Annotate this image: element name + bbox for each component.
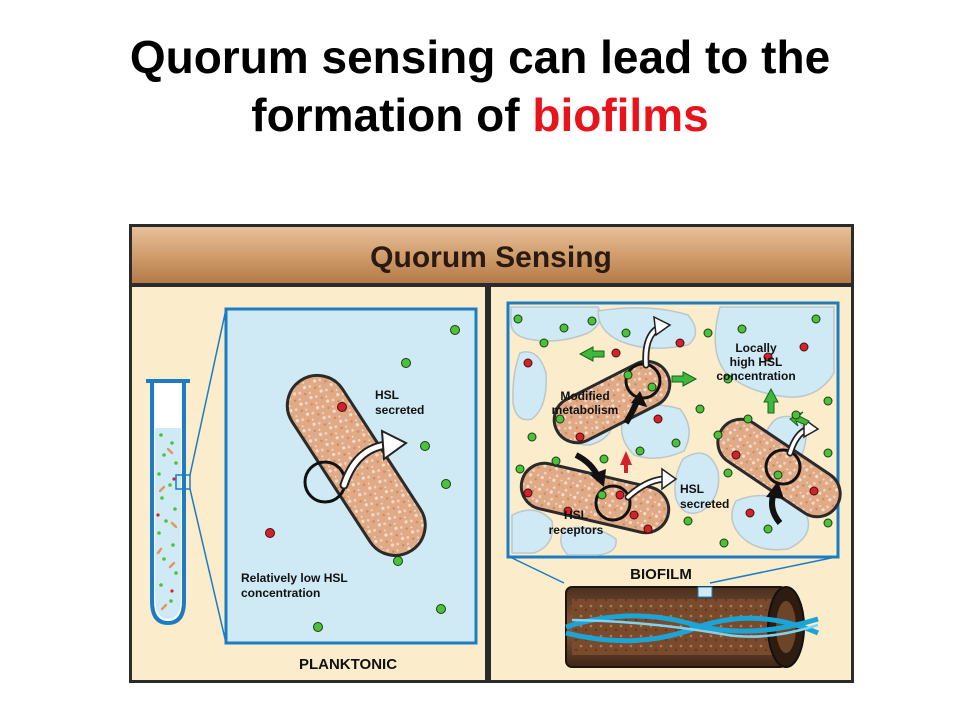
- hsl-molecules-low: [265, 325, 460, 632]
- svg-text:Modified: Modified: [560, 389, 609, 403]
- title-line-2-prefix: formation of: [251, 89, 533, 141]
- biofilm-hsl-secreted-label: HSL secreted: [680, 482, 729, 511]
- green-diffusion-arrows: [578, 346, 810, 427]
- svg-text:Relatively low HSL: Relatively low HSL: [241, 571, 348, 585]
- biofilm-zoom-line-right: [709, 556, 837, 584]
- hsl-secretion-arrow: [339, 429, 408, 490]
- receptor-arrows: [574, 391, 784, 525]
- hsl-receptors-label: HSL receptors: [549, 508, 604, 537]
- svg-text:secreted: secreted: [680, 497, 729, 511]
- svg-text:receptors: receptors: [549, 523, 604, 537]
- red-arrow: [620, 451, 632, 473]
- panel-divider: [485, 287, 491, 680]
- title-highlight-word: biofilms: [532, 89, 709, 141]
- planktonic-panel: HSL secreted Relatively low HSL concentr…: [132, 287, 485, 680]
- figure-header: Quorum Sensing: [132, 227, 851, 283]
- planktonic-label: PLANKTONIC: [299, 656, 397, 673]
- figure-header-text: Quorum Sensing: [370, 241, 612, 274]
- svg-text:HSL: HSL: [375, 388, 399, 402]
- slide-title: Quorum sensing can lead to the formation…: [0, 28, 960, 144]
- test-tube: [146, 379, 191, 626]
- biofilm-zoom-line-left: [509, 556, 565, 584]
- biofilm-secretion-arrows: [624, 315, 820, 501]
- quorum-sensing-figure: Quorum Sensing: [128, 223, 855, 684]
- biofilm-panel: Locally high HSL concentration Modified …: [491, 287, 851, 680]
- svg-text:secreted: secreted: [375, 403, 424, 417]
- svg-text:high HSL: high HSL: [730, 355, 783, 369]
- svg-text:Locally: Locally: [735, 341, 777, 355]
- svg-text:concentration: concentration: [716, 369, 795, 383]
- title-line-2: formation of biofilms: [0, 86, 960, 144]
- title-line-1: Quorum sensing can lead to the: [129, 31, 831, 83]
- zoom-line-bottom: [189, 488, 227, 644]
- locally-high-label: Locally high HSL concentration: [716, 341, 795, 383]
- pipe-with-biofilm: [565, 586, 819, 668]
- zoom-line-top: [189, 308, 227, 476]
- svg-text:metabolism: metabolism: [552, 403, 619, 417]
- svg-text:HSL: HSL: [680, 482, 704, 496]
- biofilm-bacterium-top: [552, 359, 672, 445]
- hsl-molecules-high: [513, 314, 833, 548]
- low-concentration-label: Relatively low HSL concentration: [241, 571, 348, 600]
- modified-metabolism-label: Modified metabolism: [552, 389, 619, 417]
- biofilm-label: BIOFILM: [630, 566, 692, 583]
- svg-text:concentration: concentration: [241, 586, 320, 600]
- planktonic-hsl-secreted-label: HSL secreted: [375, 388, 424, 417]
- svg-text:HSL: HSL: [564, 508, 588, 522]
